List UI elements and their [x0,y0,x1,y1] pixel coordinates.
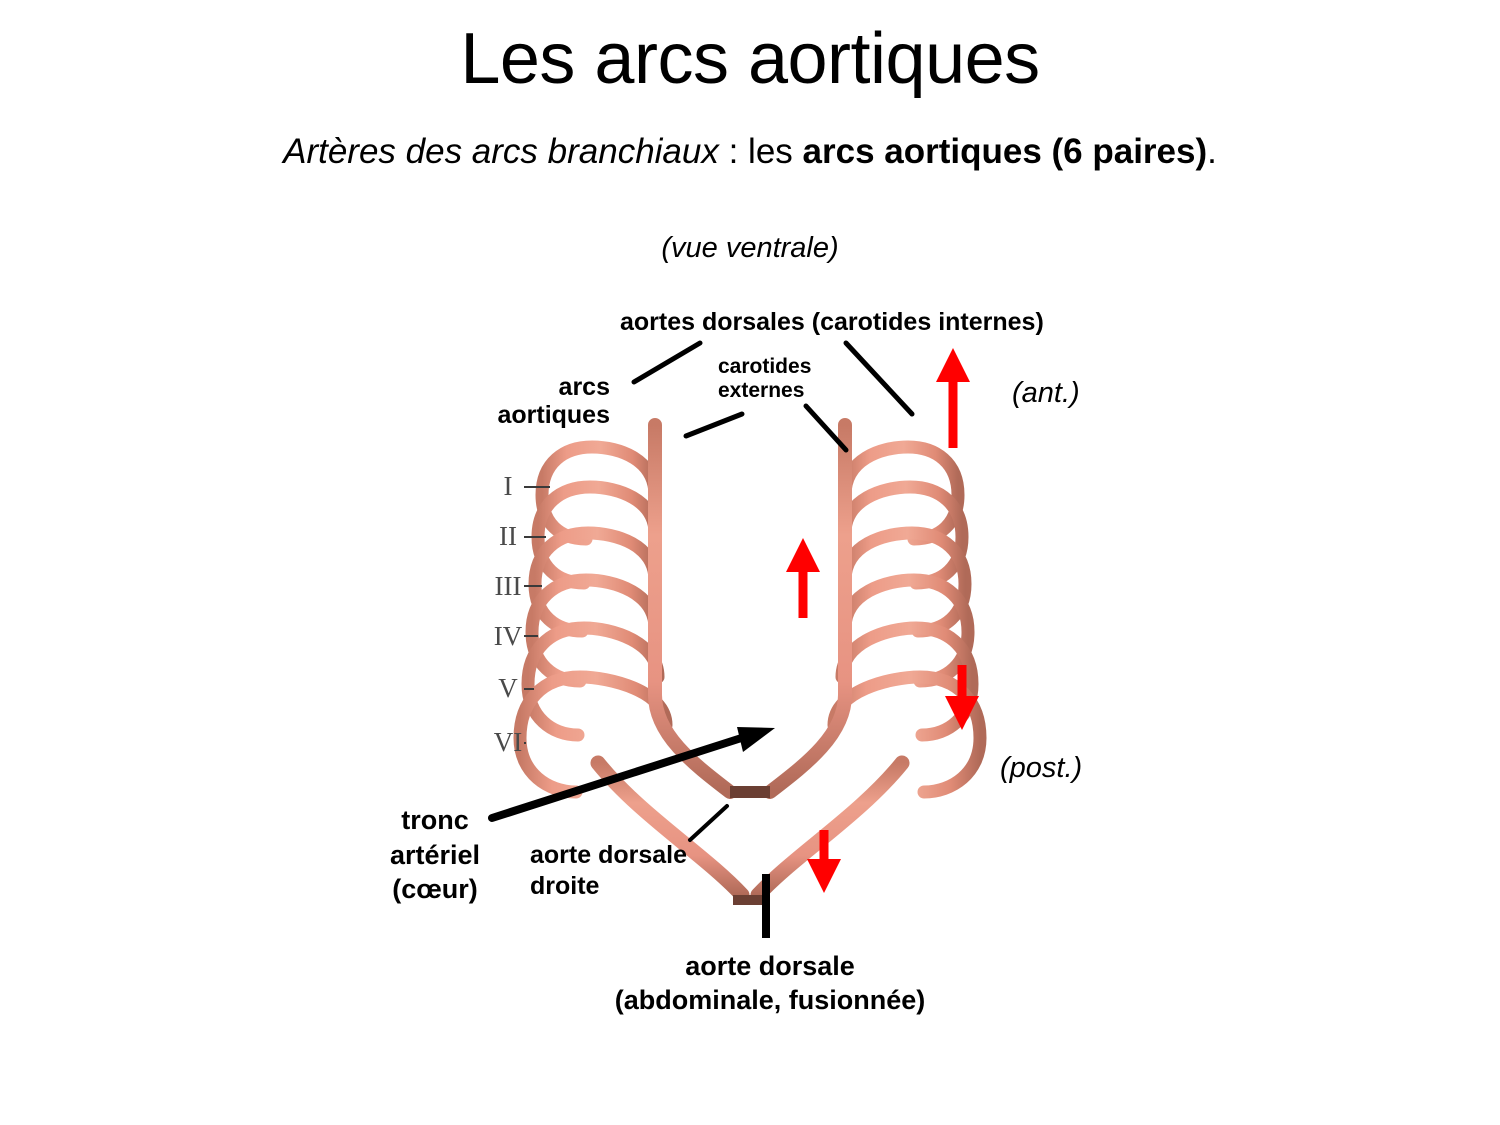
right-side-arch-group [827,440,987,799]
aorta-cut-end [733,895,767,905]
subtitle-end-part: . [1207,132,1217,171]
arch-II-left [531,480,662,590]
arch-I-left [535,440,662,546]
label-carotides-externes: carotides externes [718,355,812,402]
arch-numeral-IV: IV [494,621,523,651]
label-posterior: (post.) [1000,752,1083,784]
arch-numeral-I: I [504,471,513,501]
external-carotids-group [649,399,851,431]
arch-II-right [838,480,969,590]
label-aorte-dorsale-droite: aorte dorsale droite [530,841,688,900]
label-anterior: (ant.) [1012,377,1080,409]
arch-numeral-III: III [495,571,522,601]
arch-VI-right [827,670,987,799]
left-side-arch-group [513,440,673,799]
arch-III-right [838,526,972,638]
arch-leader-line-group [524,486,550,744]
label-arcs-aortiques: arcs aortiques [497,373,610,429]
arch-IV-left [525,573,662,688]
arch-numeral-V: V [498,673,518,703]
label-aorte-dorsale-abdominale: aorte dorsale (abdominale, fusionnée) [614,951,926,1015]
arch-IV-right [838,573,975,688]
ventral-root-left [648,418,737,799]
subtitle-bold-part: arcs aortiques (6 paires) [802,132,1208,171]
arch-VI-left [513,670,673,799]
subtitle-middle-part: : les [718,132,803,171]
arch-III-left [528,526,662,638]
view-caption: (vue ventrale) [661,232,839,264]
page-title: Les arcs aortiques [460,19,1040,99]
arch-numeral-VI: VI [494,727,523,757]
arch-V-left [521,621,665,742]
arch-numeral-II: II [499,521,517,551]
subtitle: Artères des arcs branchiaux : les arcs a… [0,132,1500,172]
ventral-aortic-roots [648,418,852,799]
subtitle-italic-part: Artères des arcs branchiaux [283,132,719,171]
ventral-root-right [763,418,852,799]
label-aortes-dorsales: aortes dorsales (carotides internes) [620,308,1044,336]
arch-I-right [838,440,965,546]
label-tronc-arteriel: tronc artériel (cœur) [389,805,481,905]
